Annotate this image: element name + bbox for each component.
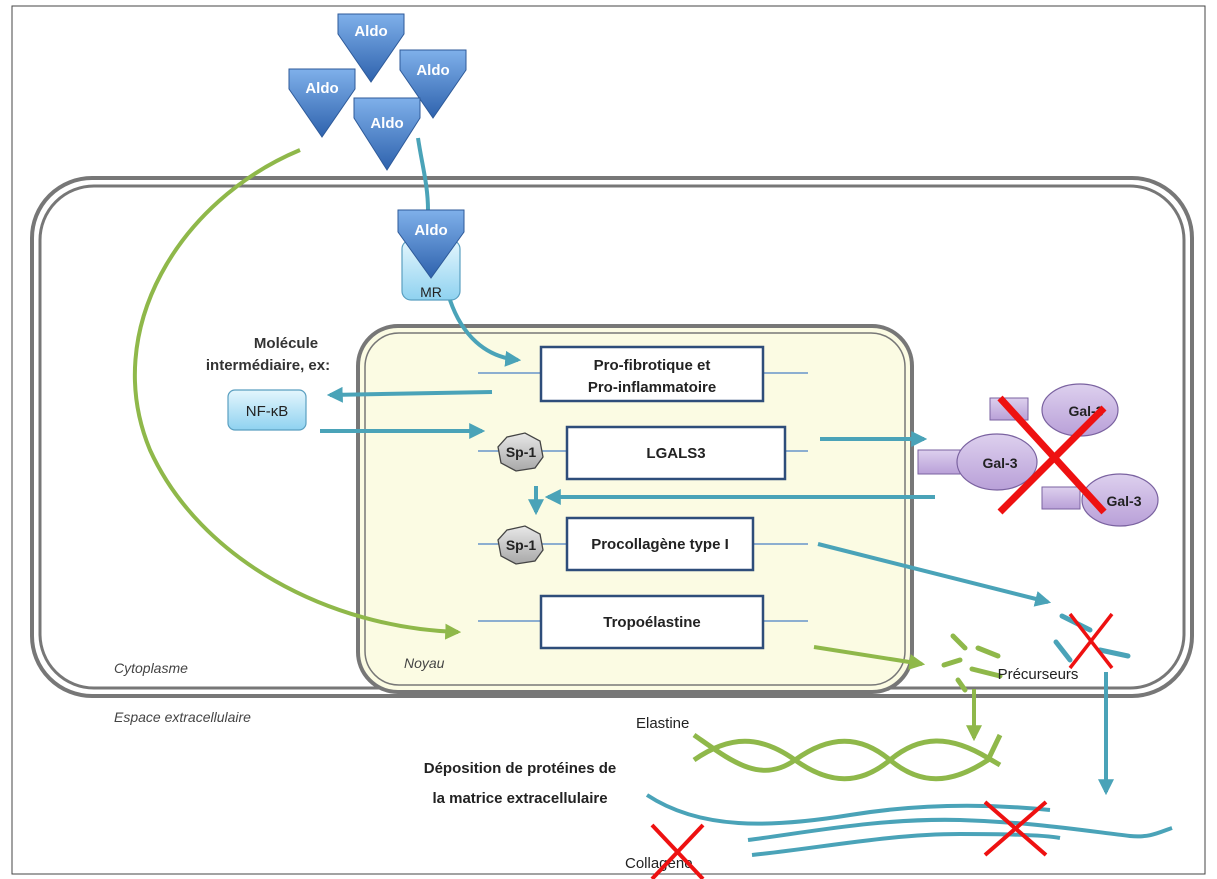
gene-box-procollagen [565,516,755,572]
aldo-ligand: Aldo [288,68,356,138]
sp1-label-1: Sp-1 [506,444,537,460]
gal3-protein: Gal-3 [1041,473,1159,527]
elastin-label: Elastine [636,715,689,732]
gene-lgals3-label: LGALS3 [646,445,705,462]
elastin-precursor-fragments [941,633,1003,693]
sp1-factor-procollagen: Sp-1 [497,525,544,565]
collagen-fiber [645,793,1173,857]
extracellular-label: Espace extracellulaire [114,709,251,725]
deposition-caption-1: Déposition de protéines de [424,760,617,777]
aldo-bound-ligand: Aldo [397,209,465,279]
gene-box-profibrotic [539,345,765,403]
gal3-label: Gal-3 [982,455,1017,471]
nucleus [356,324,914,694]
aldo-label: Aldo [305,80,338,97]
nfkb-label: NF-κB [246,403,289,420]
inhibition-cross-collagen-right [983,800,1048,857]
aldo-label: Aldo [354,23,387,40]
arrow-procollagen-to-precursors [817,542,1052,607]
aldo-ligand: Aldo [399,49,467,119]
nucleus-inner-line [364,332,906,686]
gene-profibrotic-line1: Pro-fibrotique et [594,357,711,374]
gal3-protein: Gal-3 [917,433,1038,491]
nfkb-box [227,389,307,431]
gene-profibrotic-line2: Pro-inflammatoire [588,379,716,396]
intermediate-caption-2: intermédiaire, ex: [206,357,330,374]
cytoplasm-label: Cytoplasme [114,660,188,676]
gal3-label: Gal-3 [1106,493,1141,509]
sp1-label-2: Sp-1 [506,537,537,553]
sp1-factor-lgals3: Sp-1 [497,432,544,472]
precursors-label: Précurseurs [998,666,1079,683]
aldo-ligand: Aldo [337,13,405,83]
arrow-profibrotic-to-nfkb [326,386,493,403]
mr-label: MR [420,284,442,300]
gene-procollagen-label: Procollagène type I [591,536,729,553]
deposition-caption-2: la matrice extracellulaire [432,790,607,807]
gene-box-lgals3 [565,425,787,481]
arrow-tropoelastin-to-precursors [813,645,926,670]
figure-frame [11,5,1206,875]
nucleus-label: Noyau [404,655,445,671]
aldo-ligand: Aldo [353,97,421,171]
inhibition-cross-precursors [1068,612,1114,670]
aldo-label: Aldo [416,62,449,79]
elastin-fiber [692,732,1003,782]
collagen-label: Collagène [625,855,693,872]
aldo-label: Aldo [370,115,403,132]
gene-box-tropoelastin [539,594,765,650]
arrow-mr-to-profibrotic [448,299,522,367]
intermediate-caption-1: Molécule [254,335,318,352]
cell-membrane [30,176,1194,698]
gene-tropoelastin-label: Tropoélastine [603,614,701,631]
aldo-bound-label: Aldo [414,222,447,239]
arrow-aldo-to-tropoelastin [132,148,462,640]
inhibition-cross-collagen-left [650,823,705,879]
inhibition-cross-gal3 [997,395,1107,515]
arrow-aldo-to-mr [416,137,430,211]
